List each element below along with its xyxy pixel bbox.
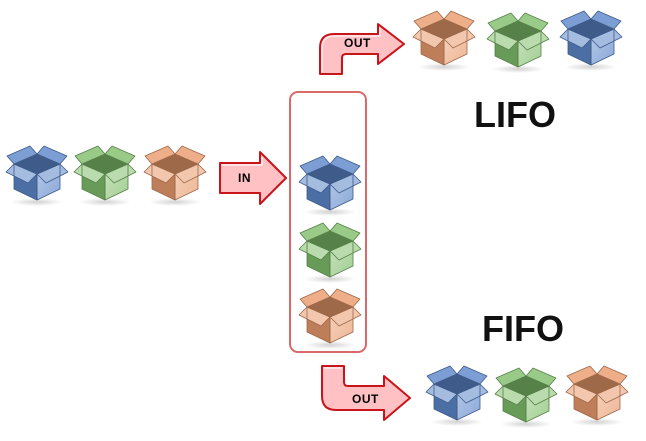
box-icon <box>73 145 137 206</box>
box-icon <box>298 288 362 349</box>
arrow-icon <box>219 151 287 205</box>
fifo-box-orange <box>564 362 630 428</box>
box-icon <box>486 12 550 73</box>
box-icon <box>559 10 623 71</box>
box-icon <box>425 365 489 426</box>
arrow-icon <box>319 23 405 75</box>
input-box-blue <box>4 142 70 208</box>
in-arrow: IN <box>218 149 290 207</box>
out-bottom-label: OUT <box>352 392 379 406</box>
out-top-label: OUT <box>344 36 371 50</box>
box-icon <box>5 145 69 206</box>
box-icon <box>143 145 207 206</box>
in-label: IN <box>238 171 251 185</box>
input-box-green <box>72 142 138 208</box>
box-icon <box>565 365 629 426</box>
fifo-label: FIFO <box>482 308 564 349</box>
stack-box-blue <box>297 152 363 218</box>
box-icon <box>298 155 362 216</box>
lifo-box-green <box>485 9 551 75</box>
stack-box-orange <box>297 285 363 351</box>
fifo-box-blue <box>424 362 490 428</box>
lifo-box-orange <box>411 7 477 73</box>
box-icon <box>298 222 362 283</box>
box-icon <box>412 10 476 71</box>
fifo-box-green <box>493 364 559 430</box>
lifo-box-blue <box>558 7 624 73</box>
out-arrow-bottom: OUT <box>318 364 414 422</box>
out-arrow-top: OUT <box>316 22 408 78</box>
box-icon <box>494 367 558 428</box>
lifo-label: LIFO <box>474 94 556 135</box>
arrow-icon <box>321 365 411 421</box>
stack-box-green <box>297 219 363 285</box>
input-box-orange <box>142 142 208 208</box>
